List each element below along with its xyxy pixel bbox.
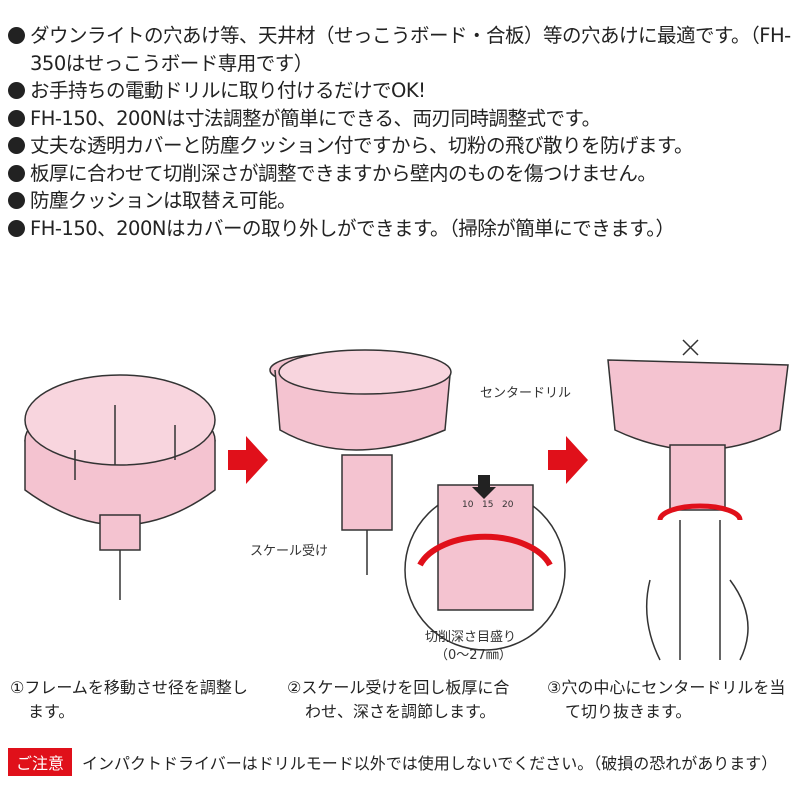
arrow-right-icon: [548, 436, 588, 484]
feature-item: ダウンライトの穴あけ等、天井材（せっこうボード・合板）等の穴あけに最適です。（F…: [8, 22, 798, 77]
feature-item: FH-150、200Nはカバーの取り外しができます。（掃除が簡単にできます。）: [8, 215, 798, 243]
drilling-illustration: [607, 339, 789, 661]
scale-tick: 15: [482, 500, 494, 510]
arrow-down-icon: [472, 475, 496, 499]
notice: ご注意 インパクトドライバーはドリルモード以外では使用しないでください。（破損の…: [8, 748, 777, 776]
bullet-icon: [8, 27, 25, 44]
notice-badge: ご注意: [8, 748, 73, 776]
arrow-right-icon: [228, 436, 268, 484]
feature-list: ダウンライトの穴あけ等、天井材（せっこうボード・合板）等の穴あけに最適です。（F…: [8, 22, 798, 242]
notice-text: インパクトドライバーはドリルモード以外では使用しないでください。（破損の恐れがあ…: [82, 754, 778, 773]
bullet-icon: [8, 219, 25, 237]
depth-scale-label: 切削深さ目盛り: [425, 630, 517, 645]
center-drill-label: センタードリル: [480, 386, 572, 401]
hole-saw-closed-illustration: [269, 349, 566, 651]
bullet-icon: [8, 82, 25, 99]
feature-item: 防塵クッションは取替え可能。: [8, 187, 798, 215]
bullet-icon: [8, 109, 25, 127]
feature-item: 板厚に合わせて切削深さが調整できますから壁内のものを傷つけません。: [8, 160, 798, 188]
scale-tick: 10: [462, 500, 474, 510]
usage-illustrations: [24, 339, 789, 661]
bullet-icon: [8, 137, 25, 154]
bullet-icon: [8, 164, 25, 182]
hole-saw-open-illustration: [24, 374, 216, 600]
depth-range-label: （0～27㎜）: [435, 648, 512, 663]
feature-item: FH-150、200Nは寸法調整が簡単にできる、両刃同時調整式です。: [8, 105, 798, 133]
step-2: ②スケール受けを回し板厚に合わせ、深さを調節します。: [287, 678, 510, 721]
step-1: ①フレームを移動させ径を調整します。: [10, 678, 248, 721]
step-3: ③穴の中心にセンタードリルを当て切り抜きます。: [547, 678, 786, 721]
feature-item: 丈夫な透明カバーと防塵クッション付ですから、切粉の飛び散りを防げます。: [8, 132, 798, 160]
scale-holder-label: スケール受け: [250, 544, 329, 559]
scale-tick: 20: [502, 500, 514, 510]
feature-item: お手持ちの電動ドリルに取り付けるだけでOK!: [8, 77, 798, 105]
bullet-icon: [8, 192, 25, 209]
